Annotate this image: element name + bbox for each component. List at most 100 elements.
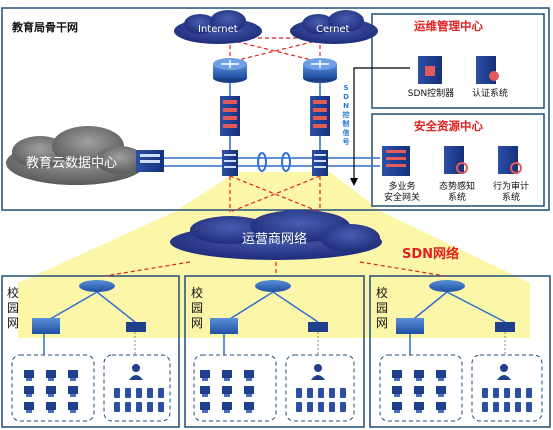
mobile-device-icon xyxy=(493,402,499,412)
mobile-device-icon xyxy=(493,388,499,398)
mobile-device-icon xyxy=(136,388,142,398)
pc-icon xyxy=(24,370,34,381)
internet-label: Internet xyxy=(198,24,238,35)
auth-system-icon xyxy=(476,56,499,84)
mobile-device-icon xyxy=(340,388,346,398)
pc-icon xyxy=(24,386,34,397)
pc-icon xyxy=(414,370,424,381)
mobile-device-icon xyxy=(526,388,532,398)
pc-icon xyxy=(46,386,56,397)
pc-icon xyxy=(244,386,254,397)
ops-center-title: 运维管理中心 xyxy=(414,19,483,33)
pc-icon xyxy=(392,402,402,413)
pc-icon xyxy=(414,386,424,397)
pc-icon xyxy=(436,370,446,381)
mobile-device-icon xyxy=(504,402,510,412)
situational-awareness-icon xyxy=(444,146,468,174)
pc-icon xyxy=(244,370,254,381)
internet-links xyxy=(229,37,321,63)
mobile-device-icon xyxy=(296,402,302,412)
pc-icon xyxy=(200,386,210,397)
pc-icon xyxy=(46,402,56,413)
sdn-controller-label: SDN控制器 xyxy=(407,89,455,99)
mobile-device-icon xyxy=(504,388,510,398)
core-switch-icon xyxy=(312,150,328,176)
carrier-network-label: 运营商网络 xyxy=(242,232,308,247)
mobile-device-icon xyxy=(318,402,324,412)
sdn-area-bottom xyxy=(18,212,530,338)
pc-icon xyxy=(46,370,56,381)
backbone-title: 教育局骨干网 xyxy=(12,21,78,34)
pc-icon xyxy=(68,386,78,397)
security-center-title: 安全资源中心 xyxy=(414,119,483,133)
firewall-icon xyxy=(310,96,330,136)
pc-icon xyxy=(436,386,446,397)
cloud-dc-cloud xyxy=(6,126,146,185)
router-icon xyxy=(213,58,247,83)
security-gateway-label: 多业务 安全网关 xyxy=(383,182,420,203)
behavior-audit-label: 行为审计 系统 xyxy=(492,182,529,203)
campus-frame-2 xyxy=(184,275,365,428)
sdn-control-signal-label: SDN控制信号 xyxy=(342,84,350,146)
sdn-controller-icon xyxy=(418,56,442,84)
pc-icon xyxy=(414,402,424,413)
situational-awareness-label: 态势感知 系统 xyxy=(438,182,475,203)
link-aggregation xyxy=(257,152,291,172)
mobile-device-icon xyxy=(329,388,335,398)
mobile-device-icon xyxy=(482,402,488,412)
campus-frame-1 xyxy=(1,275,180,428)
mobile-device-icon xyxy=(318,388,324,398)
internet-cloud xyxy=(174,10,262,44)
mobile-device-icon xyxy=(307,402,313,412)
auth-system-label: 认证系统 xyxy=(471,89,508,99)
firewall-icon xyxy=(220,96,240,136)
mobile-device-icon xyxy=(147,402,153,412)
cloud-dc-label: 教育云数据中心 xyxy=(26,156,118,171)
campus-label: 校 园 网 xyxy=(375,286,388,330)
pc-icon xyxy=(244,402,254,413)
cernet-cloud xyxy=(290,10,378,44)
pc-icon xyxy=(68,402,78,413)
campus-network xyxy=(379,280,543,422)
pc-icon xyxy=(392,386,402,397)
mobile-device-icon xyxy=(482,388,488,398)
mobile-device-icon xyxy=(515,388,521,398)
core-switch-icon xyxy=(222,150,238,176)
pc-icon xyxy=(222,386,232,397)
mobile-device-icon xyxy=(158,402,164,412)
mobile-device-icon xyxy=(125,388,131,398)
mobile-device-icon xyxy=(158,388,164,398)
pc-icon xyxy=(200,402,210,413)
campus-frame-3 xyxy=(369,275,551,428)
user-icon xyxy=(311,364,325,380)
sdn-control-arrow xyxy=(350,67,410,186)
mobile-device-icon xyxy=(114,388,120,398)
mobile-device-icon xyxy=(114,402,120,412)
sdn-links xyxy=(104,175,446,277)
pc-icon xyxy=(436,402,446,413)
cernet-label: Cernet xyxy=(316,24,350,35)
user-icon xyxy=(497,364,511,380)
sdn-network-label: SDN网络 xyxy=(402,247,460,262)
ops-center-frame xyxy=(371,13,545,109)
pc-icon xyxy=(222,402,232,413)
mobile-device-icon xyxy=(340,402,346,412)
pc-icon xyxy=(200,370,210,381)
security-gateway-icon xyxy=(382,146,410,176)
dc-server-icon xyxy=(136,150,164,172)
mobile-device-icon xyxy=(136,402,142,412)
mobile-device-icon xyxy=(296,388,302,398)
mobile-device-icon xyxy=(307,388,313,398)
client-devices xyxy=(24,364,532,413)
backbone-frame xyxy=(1,7,550,211)
mobile-device-icon xyxy=(329,402,335,412)
mobile-device-icon xyxy=(515,402,521,412)
pc-icon xyxy=(68,370,78,381)
user-icon xyxy=(129,364,143,380)
pc-icon xyxy=(392,370,402,381)
mobile-device-icon xyxy=(147,388,153,398)
campus-label: 校 园 网 xyxy=(6,286,19,330)
mobile-device-icon xyxy=(125,402,131,412)
router-icon xyxy=(303,58,337,83)
